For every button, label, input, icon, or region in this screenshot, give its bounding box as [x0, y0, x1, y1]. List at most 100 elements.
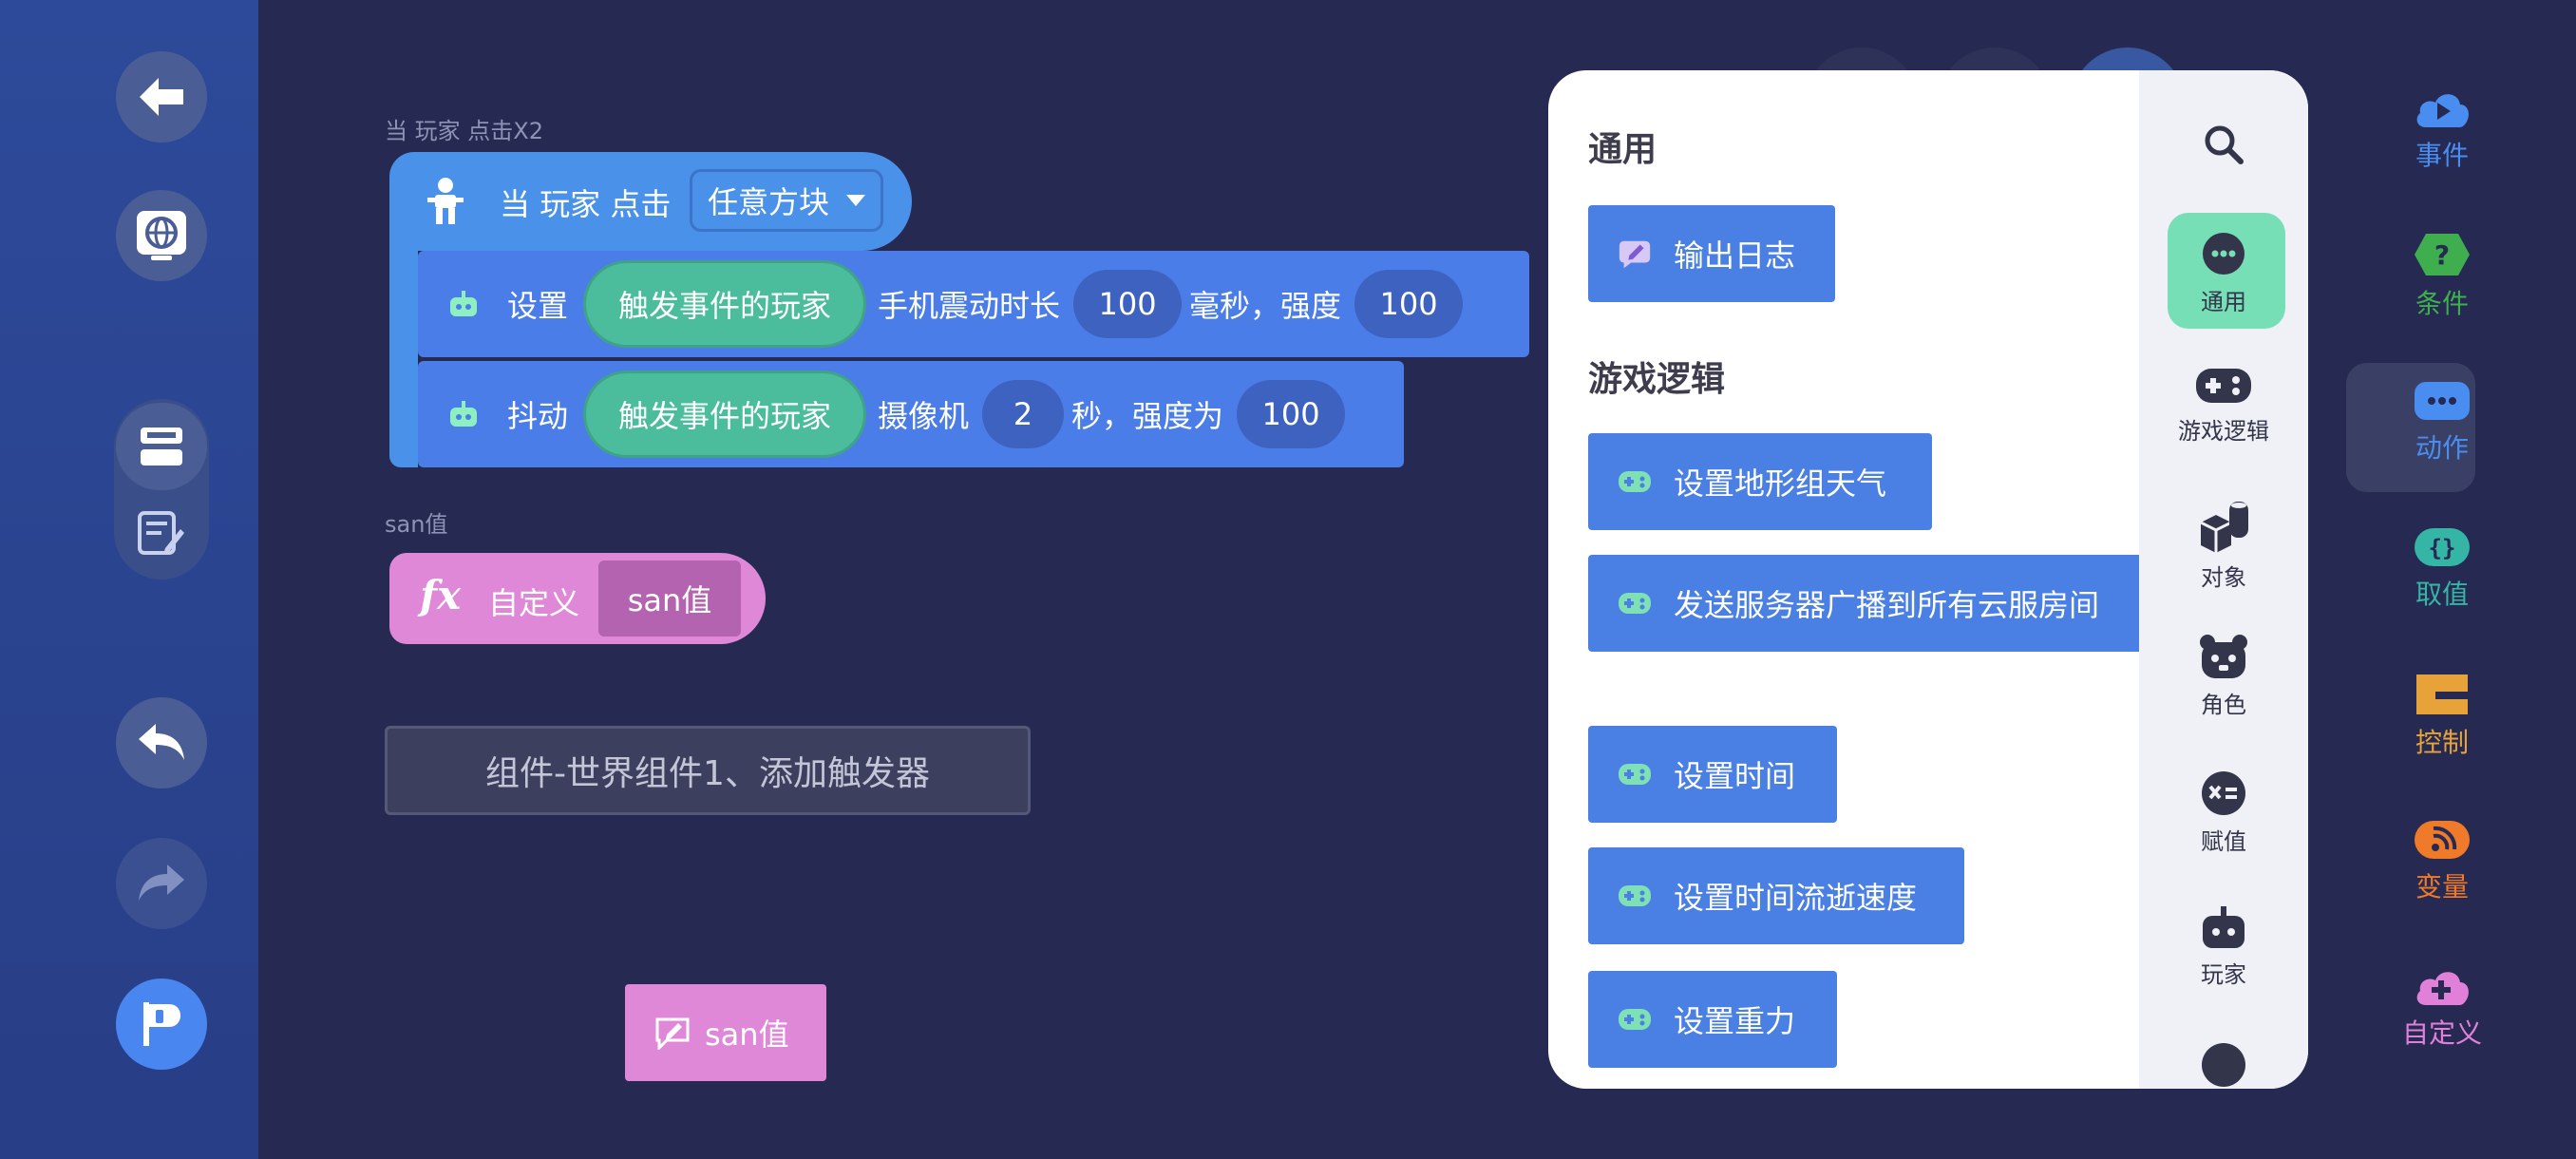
robot-icon: [450, 291, 477, 316]
category-label: 条件: [2415, 288, 2469, 319]
function-icon: fx: [420, 572, 462, 618]
comment-block[interactable]: 组件-世界组件1、添加触发器: [385, 726, 1031, 815]
general-icon: [2203, 233, 2245, 275]
event-group-label: 当 玩家 点击X2: [385, 118, 543, 144]
nav-item-general[interactable]: 通用: [2139, 230, 2308, 316]
palette-block-server-broadcast[interactable]: 发送服务器广播到所有云服房间: [1588, 555, 2139, 652]
block-dropdown[interactable]: 任意方块: [690, 169, 884, 232]
player-target-pill[interactable]: 触发事件的玩家: [583, 260, 867, 348]
define-function-block[interactable]: fx 自定义 san值: [389, 553, 766, 644]
nav-label: 通用: [2201, 289, 2246, 315]
category-label: 控制: [2415, 727, 2469, 758]
palette-block-label: 发送服务器广播到所有云服房间: [1674, 587, 2100, 623]
vibrate-strength-input[interactable]: 100: [1354, 270, 1464, 338]
flag-icon: [143, 1002, 180, 1046]
san-call-block[interactable]: san值: [625, 984, 826, 1081]
undo-button[interactable]: [116, 697, 207, 788]
vibrate-verb: 设置: [507, 288, 569, 324]
shake-strength-input[interactable]: 100: [1237, 380, 1346, 448]
section-title-game-logic: 游戏逻辑: [1588, 360, 1726, 399]
svg-text:{}: {}: [2429, 535, 2456, 561]
assign-icon: [2202, 771, 2245, 815]
player-target-pill[interactable]: 触发事件的玩家: [583, 370, 867, 458]
san-call-label: san值: [705, 1016, 789, 1053]
function-name-slot[interactable]: san值: [598, 560, 741, 636]
define-group-label: san值: [385, 511, 448, 538]
gamepad-icon: [1619, 764, 1651, 785]
control-icon: [2416, 674, 2468, 714]
category-label: 自定义: [2401, 1017, 2482, 1049]
category-event[interactable]: 事件: [2308, 87, 2576, 173]
nav-item-game-logic[interactable]: 游戏逻辑: [2139, 365, 2308, 446]
redo-icon: [139, 864, 184, 901]
vibrate-block[interactable]: 设置 触发事件的玩家 手机震动时长 100 毫秒，强度 100: [418, 251, 1529, 357]
category-variable[interactable]: 变量: [2308, 819, 2576, 904]
back-button[interactable]: [116, 51, 207, 142]
category-label: 取值: [2415, 579, 2469, 610]
nav-label: 角色: [2201, 692, 2246, 718]
nav-item-assign[interactable]: 赋值: [2139, 770, 2308, 856]
palette-block-terrain-weather[interactable]: 设置地形组天气: [1588, 433, 1932, 530]
player-icon: [2203, 906, 2245, 948]
nav-label: 对象: [2201, 564, 2246, 591]
vibrate-label-duration: 手机震动时长: [878, 288, 1061, 324]
layers-icon: [141, 428, 182, 466]
nav-item-player[interactable]: 玩家: [2139, 904, 2308, 989]
chat-edit-icon: [1619, 240, 1651, 269]
palette-block-label: 设置时间流逝速度: [1674, 880, 1918, 916]
event-text: 当 玩家 点击: [500, 186, 672, 222]
palette-block-label: 设置时间: [1674, 758, 1796, 794]
more-nav-icon: [2202, 1043, 2245, 1087]
svg-text:?: ?: [2434, 239, 2450, 271]
nav-item-character[interactable]: 角色: [2139, 633, 2308, 719]
category-custom[interactable]: 自定义: [2308, 965, 2576, 1051]
dropdown-value: 任意方块: [708, 184, 830, 220]
shake-label-camera: 摄像机: [878, 398, 970, 434]
palette-block-label: 输出日志: [1674, 238, 1796, 274]
globe-icon: [137, 211, 186, 260]
category-control[interactable]: 控制: [2308, 671, 2576, 760]
chevron-down-icon: [846, 195, 866, 206]
run-button[interactable]: [116, 978, 207, 1070]
camera-shake-block[interactable]: 抖动 触发事件的玩家 摄像机 2 秒，强度为 100: [418, 361, 1404, 467]
block-palette-panel: 通用 输出日志 游戏逻辑 设置地形组天气 发送服务器广播到: [1548, 70, 2308, 1089]
category-value[interactable]: {} 取值: [2308, 526, 2576, 612]
category-bar: 事件 ? 条件 动作 {} 取值 控制 变量: [2308, 0, 2576, 1159]
search-button[interactable]: [2139, 124, 2308, 165]
palette-block-set-time[interactable]: 设置时间: [1588, 726, 1837, 823]
section-title-general: 通用: [1588, 130, 1657, 169]
category-label: 变量: [2415, 871, 2469, 902]
search-icon: [2205, 125, 2244, 164]
nav-label: 赋值: [2201, 828, 2246, 855]
vibrate-duration-input[interactable]: 100: [1073, 270, 1183, 338]
cloud-play-icon: [2416, 94, 2469, 127]
gamepad-icon: [1619, 1009, 1651, 1030]
layers-button[interactable]: [116, 403, 207, 490]
event-block[interactable]: 当 玩家 点击 任意方块: [389, 152, 912, 251]
nav-item-object[interactable]: 对象: [2139, 498, 2308, 592]
category-action[interactable]: 动作: [2308, 380, 2576, 466]
gamepad-icon: [2196, 369, 2251, 403]
palette-block-gravity[interactable]: 设置重力: [1588, 971, 1837, 1068]
palette-block-list[interactable]: 通用 输出日志 游戏逻辑 设置地形组天气 发送服务器广播到: [1548, 70, 2139, 1089]
palette-block-log[interactable]: 输出日志: [1588, 205, 1835, 302]
category-label: 事件: [2415, 140, 2469, 171]
notes-button[interactable]: [116, 490, 207, 578]
globe-button[interactable]: [116, 190, 207, 281]
character-icon: [2200, 635, 2247, 678]
palette-block-time-speed[interactable]: 设置时间流逝速度: [1588, 847, 1964, 944]
chat-edit-icon: [655, 1017, 690, 1050]
gamepad-icon: [1619, 471, 1651, 492]
view-toggle-group: [114, 399, 209, 580]
left-toolbar: [0, 0, 258, 1159]
vibrate-label-strength: 毫秒，强度: [1189, 288, 1342, 324]
redo-button[interactable]: [116, 838, 207, 929]
event-block-stem: [389, 218, 418, 467]
player-figure-icon: [427, 178, 464, 224]
gamepad-icon: [1619, 593, 1651, 614]
palette-block-label: 设置重力: [1674, 1003, 1796, 1039]
shake-duration-input[interactable]: 2: [982, 380, 1065, 448]
category-condition[interactable]: ? 条件: [2308, 232, 2576, 321]
category-label: 动作: [2415, 432, 2469, 464]
question-hex-icon: ?: [2415, 234, 2470, 276]
